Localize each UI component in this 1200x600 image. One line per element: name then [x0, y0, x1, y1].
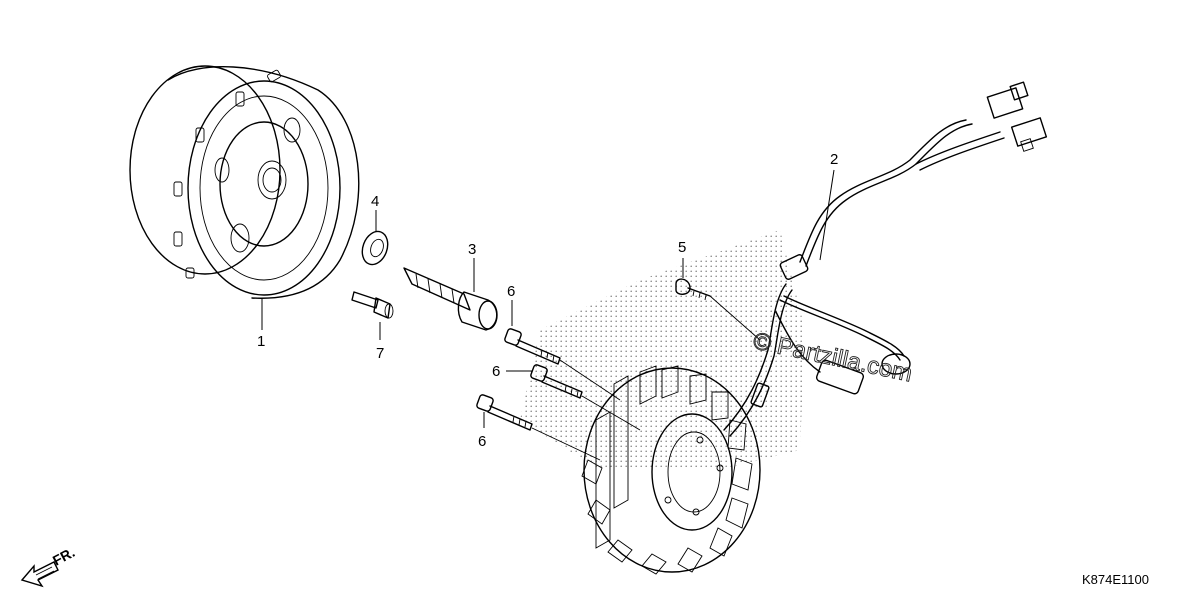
callout-7: 7 [376, 345, 384, 362]
wire-clamp-bolt[interactable] [675, 278, 761, 341]
callout-5: 5 [678, 239, 686, 256]
callout-6-upper: 6 [507, 283, 515, 300]
stator-coil[interactable] [581, 365, 761, 575]
callout-1: 1 [257, 333, 265, 350]
callout-2: 2 [830, 151, 838, 168]
callout-4: 4 [371, 193, 379, 210]
stipple-shading [520, 230, 805, 470]
wire-harness[interactable] [723, 81, 1048, 437]
callout-6-lower: 6 [478, 433, 486, 450]
diagram-code: K874E1100 [1082, 572, 1149, 587]
stator-bolt-middle[interactable] [530, 364, 641, 431]
stator-bolt-upper[interactable] [504, 328, 621, 401]
front-direction-indicator: FR. [20, 544, 77, 588]
washer[interactable] [358, 228, 392, 268]
callout-3: 3 [468, 241, 476, 258]
flywheel-bolt[interactable] [403, 267, 498, 331]
front-arrow-icon [20, 561, 59, 588]
flywheel-rotor[interactable] [129, 65, 360, 299]
callout-6-middle: 6 [492, 363, 500, 380]
stator-bolt-lower[interactable] [476, 394, 601, 461]
leader-2 [819, 169, 835, 261]
small-bolt[interactable] [351, 291, 394, 319]
